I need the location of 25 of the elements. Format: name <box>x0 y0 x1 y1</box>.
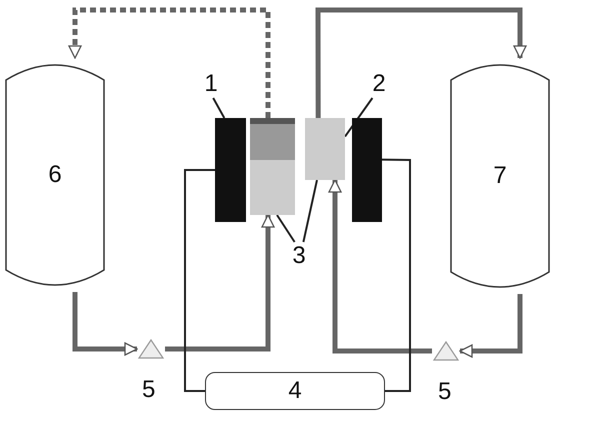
callout-number: 5 <box>142 378 156 402</box>
pipe-arrow <box>72 292 138 356</box>
electrolyte-compartment <box>250 118 295 215</box>
pipe-arrow <box>165 214 275 352</box>
electrolyte-compartment <box>305 118 345 180</box>
wire <box>382 158 411 392</box>
callout-number: 3 <box>292 244 306 268</box>
pipe-arrow <box>328 179 432 354</box>
leader-line <box>344 97 374 138</box>
component-number: 7 <box>493 164 507 188</box>
leader-line <box>302 180 318 242</box>
callout-number: 1 <box>204 72 218 96</box>
electrode <box>352 118 382 222</box>
component-number: 6 <box>48 163 62 187</box>
leader-line <box>276 214 296 243</box>
callout-number: 5 <box>438 380 452 404</box>
pipe-arrow <box>68 8 270 118</box>
component-number: 4 <box>288 379 302 403</box>
leader-line <box>212 98 226 118</box>
callout-number: 2 <box>372 72 386 96</box>
electrode <box>215 118 246 222</box>
pipe-arrow <box>459 294 522 358</box>
power-unit-box <box>205 372 385 410</box>
wire <box>184 169 215 392</box>
pipe-arrow <box>316 8 527 118</box>
